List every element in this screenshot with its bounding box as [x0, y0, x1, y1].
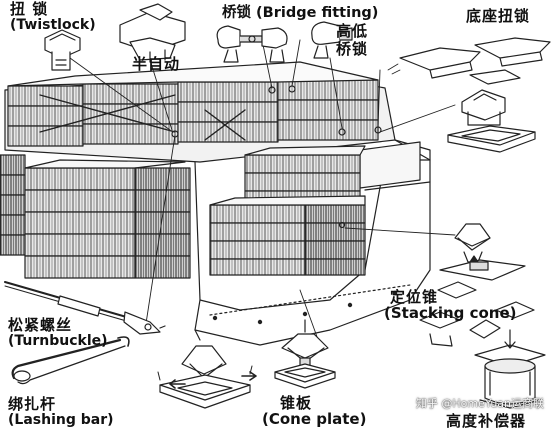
- foundation-twistlock-icon: [447, 89, 536, 153]
- turnbuckle-label-en: (Turnbuckle): [8, 332, 108, 349]
- cone-plate-icon: [274, 319, 336, 389]
- cone-plate-label-en: (Cone plate): [262, 409, 367, 428]
- lashing-bar-label: 绑扎杆 (Lashing bar): [8, 395, 114, 428]
- turnbuckle-label-zh: 松紧螺丝: [8, 316, 73, 334]
- hold-container-stack: [209, 145, 366, 276]
- lashing-bar-label-en: (Lashing bar): [8, 411, 114, 428]
- twistlock-label: 扭 锁 (Twistlock): [10, 0, 96, 33]
- bridge-fitting-label-text: 桥锁 (Bridge fitting): [222, 5, 379, 21]
- base-twistlock-icon: [387, 37, 551, 85]
- lashing-bar-label-zh: 绑扎杆: [8, 395, 57, 413]
- stacking-cone-label-zh: 定位锥: [390, 288, 439, 306]
- high-low-bridge-line1: 高低: [336, 22, 369, 40]
- side-container-stack: [0, 154, 191, 279]
- base-twistlock-label: 底座扭锁: [466, 7, 531, 25]
- semi-auto-label: 半自动: [132, 55, 181, 73]
- stacking-cone-label-en: (Stacking cone): [384, 303, 517, 322]
- twistlock-label-zh: 扭 锁: [10, 0, 49, 18]
- high-low-bridge-line2: 桥锁: [336, 40, 369, 58]
- turnbuckle-label: 松紧螺丝 (Turnbuckle): [8, 316, 108, 349]
- stacking-cone-icon: [419, 223, 535, 347]
- twistlock-icon: [44, 29, 81, 71]
- high-low-bridge-fitting-label: 高低 桥锁: [336, 22, 368, 58]
- lashing-bar-icon: [11, 336, 130, 385]
- leader-lines: [69, 39, 456, 346]
- bridge-fitting-label: 桥锁 (Bridge fitting): [222, 5, 379, 21]
- twistlock-label-en: (Twistlock): [10, 16, 96, 33]
- bridge-fitting-icon: [216, 25, 288, 63]
- turnbuckle-icon: [4, 281, 166, 335]
- deck-container-stack: [7, 61, 382, 147]
- height-compensator-label: 高度补偿器: [446, 412, 527, 430]
- high-low-bridge-fitting-icon: [311, 21, 353, 59]
- stacking-cone-label: 定位锥 (Stacking cone): [384, 288, 517, 322]
- lashing-plate-icon: [157, 345, 257, 409]
- watermark: 知乎 @HomeYuan运商联: [415, 397, 544, 410]
- cone-plate-label: 锥板 (Cone plate): [262, 394, 367, 428]
- semi-auto-twistlock-icon: [119, 3, 186, 63]
- cone-plate-label-zh: 锥板: [280, 394, 313, 412]
- height-compensator-icon: [474, 329, 546, 409]
